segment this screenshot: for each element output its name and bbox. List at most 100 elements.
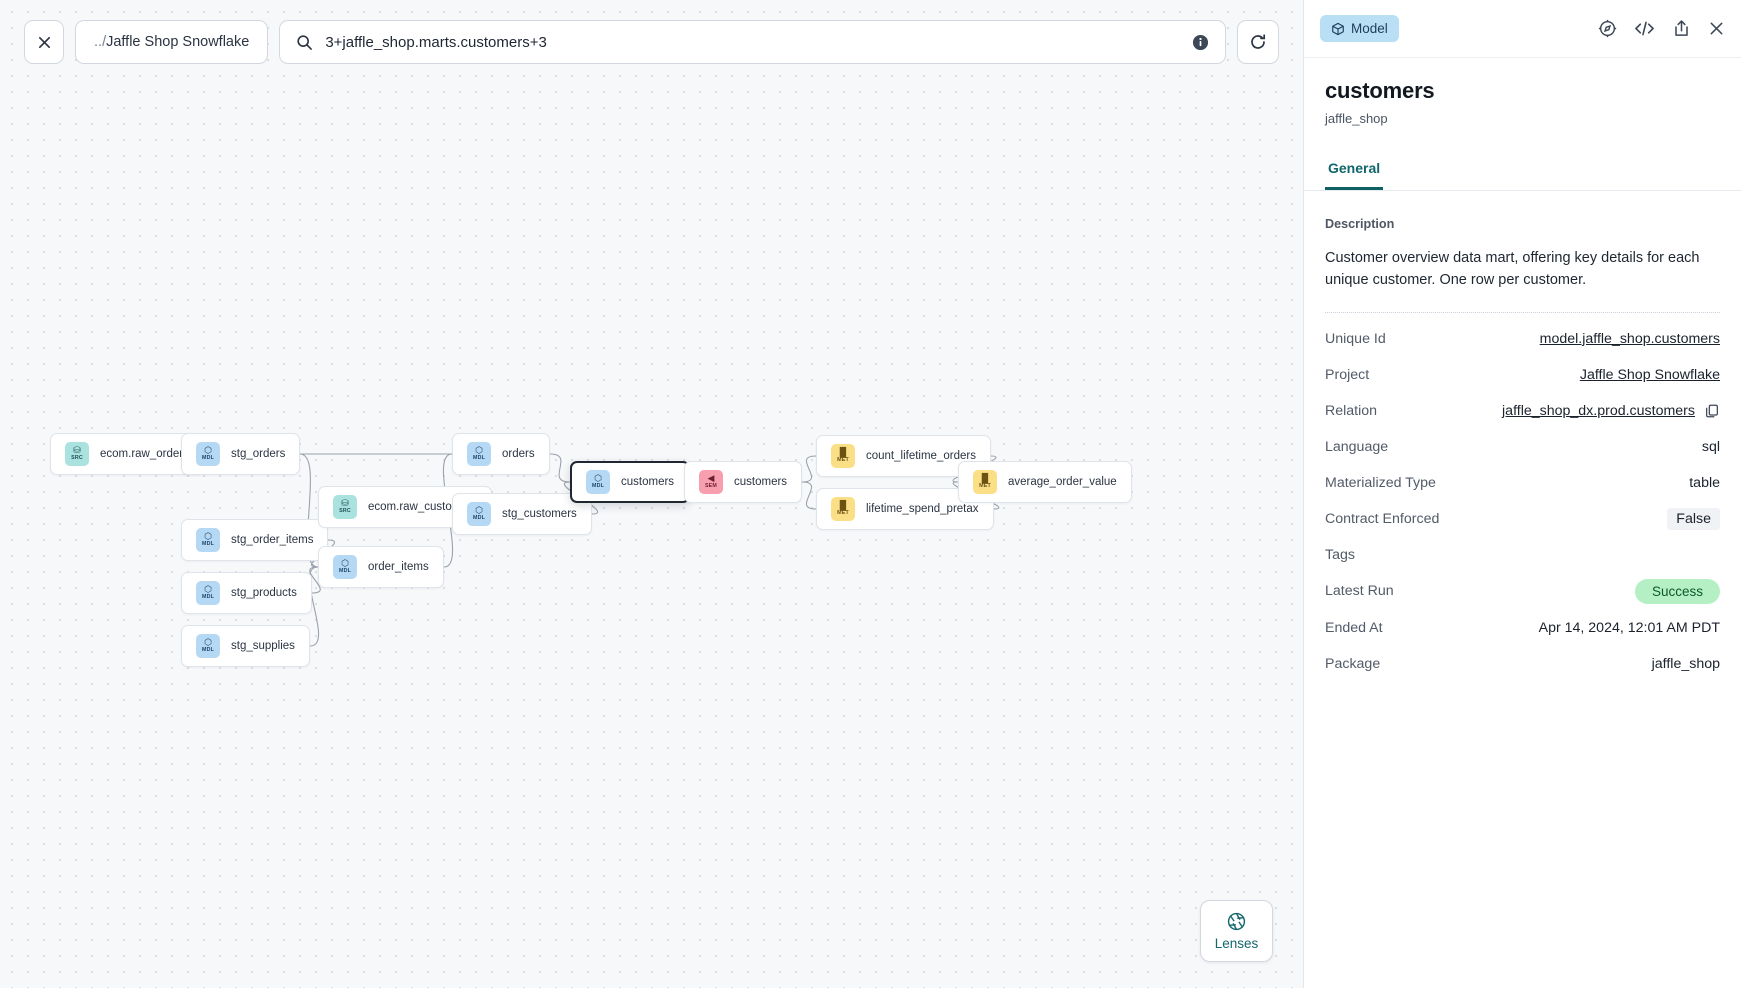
breadcrumb[interactable]: .. / Jaffle Shop Snowflake xyxy=(75,20,269,64)
graph-node-label: count_lifetime_orders xyxy=(866,450,976,462)
panel-actions xyxy=(1598,19,1725,38)
search-box[interactable] xyxy=(279,20,1226,64)
unique-id-value[interactable]: model.jaffle_shop.customers xyxy=(1539,330,1720,347)
section-divider xyxy=(1325,311,1720,313)
row-latest-run: Latest Run Success xyxy=(1325,573,1720,610)
breadcrumb-separator: / xyxy=(102,34,107,50)
graph-edge xyxy=(299,453,319,568)
lenses-button[interactable]: Lenses xyxy=(1200,900,1273,962)
breadcrumb-dots: .. xyxy=(94,34,103,50)
materialized-type-value: table xyxy=(1689,474,1720,491)
details-panel: Model customers jaffle_shop xyxy=(1303,0,1741,988)
mdl-badge-icon: ⬡MDL xyxy=(196,581,220,605)
ended-at-value: Apr 14, 2024, 12:01 AM PDT xyxy=(1538,619,1720,636)
cube-icon xyxy=(1331,22,1345,36)
resource-type-badge[interactable]: Model xyxy=(1320,15,1399,42)
graph-edge xyxy=(801,455,817,483)
ended-at-label: Ended At xyxy=(1325,619,1383,636)
close-icon[interactable] xyxy=(1708,20,1725,37)
graph-edge xyxy=(549,453,571,483)
tab-general[interactable]: General xyxy=(1325,152,1384,190)
src-badge-icon: ⛁SRC xyxy=(65,442,89,466)
description-text: Customer overview data mart, offering ke… xyxy=(1325,250,1700,289)
relation-value-group: jaffle_shop_dx.prod.customers xyxy=(1502,403,1720,419)
sem-badge-icon: ◀SEM xyxy=(699,470,723,494)
project-value[interactable]: Jaffle Shop Snowflake xyxy=(1579,366,1720,383)
lenses-label: Lenses xyxy=(1214,936,1259,951)
description-label: Description xyxy=(1325,217,1395,231)
graph-node-label: ecom.raw_customers xyxy=(368,501,478,513)
project-label: Project xyxy=(1325,366,1370,383)
row-tags: Tags xyxy=(1325,537,1720,573)
row-project: Project Jaffle Shop Snowflake xyxy=(1325,357,1720,393)
info-icon[interactable] xyxy=(1192,34,1209,51)
relation-value[interactable]: jaffle_shop_dx.prod.customers xyxy=(1502,402,1695,419)
row-ended-at: Ended At Apr 14, 2024, 12:01 AM PDT xyxy=(1325,610,1720,646)
graph-node-label: customers xyxy=(734,476,788,488)
row-package: Package jaffle_shop xyxy=(1325,646,1720,682)
panel-content: Description Customer overview data mart,… xyxy=(1304,191,1741,988)
panel-toolbar: Model xyxy=(1304,0,1741,58)
graph-node-label: stg_customers xyxy=(502,508,577,520)
share-icon[interactable] xyxy=(1672,19,1691,38)
graph-edge xyxy=(801,481,817,510)
relation-label: Relation xyxy=(1325,402,1378,419)
graph-node-customers_model[interactable]: ⬡MDL customers xyxy=(570,461,691,503)
graph-node-label: lifetime_spend_pretax xyxy=(866,503,979,515)
close-icon xyxy=(37,35,52,50)
latest-run-label: Latest Run xyxy=(1325,583,1394,600)
search-icon xyxy=(296,34,313,51)
aperture-icon xyxy=(1226,911,1247,932)
refresh-button[interactable] xyxy=(1237,20,1279,64)
graph-node-label: stg_products xyxy=(231,587,297,599)
package-value: jaffle_shop xyxy=(1651,655,1720,672)
breadcrumb-project: Jaffle Shop Snowflake xyxy=(106,34,250,50)
mdl-badge-icon: ⬡MDL xyxy=(586,470,610,494)
graph-node-label: order_items xyxy=(368,561,429,573)
contract-enforced-value: False xyxy=(1667,507,1720,530)
graph-node-label: customers xyxy=(621,476,675,488)
graph-edge xyxy=(308,566,320,647)
mdl-badge-icon: ⬡MDL xyxy=(196,634,220,658)
graph-node-label: average_order_value xyxy=(1008,476,1117,488)
copy-icon[interactable] xyxy=(1704,403,1720,419)
graph-node-label: orders xyxy=(502,448,535,460)
status-badge[interactable]: Success xyxy=(1634,578,1720,604)
met-badge-icon: █MET xyxy=(831,497,855,521)
unique-id-label: Unique Id xyxy=(1325,330,1386,347)
resource-type-label: Model xyxy=(1351,21,1388,36)
row-unique-id: Unique Id model.jaffle_shop.customers xyxy=(1325,321,1720,357)
compass-icon[interactable] xyxy=(1598,19,1617,38)
graph-node-customers_semantic[interactable]: ◀SEM customers xyxy=(684,461,803,503)
page-title: customers xyxy=(1325,78,1435,103)
mdl-badge-icon: ⬡MDL xyxy=(196,442,220,466)
panel-header: customers jaffle_shop xyxy=(1304,58,1741,126)
close-button[interactable] xyxy=(24,20,64,64)
canvas-toolbar: .. / Jaffle Shop Snowflake xyxy=(24,20,1279,64)
graph-node-label: stg_order_items xyxy=(231,534,314,546)
page-subtitle: jaffle_shop xyxy=(1325,111,1388,126)
tags-label: Tags xyxy=(1325,546,1355,563)
row-materialized-type: Materialized Type table xyxy=(1325,465,1720,501)
language-value: sql xyxy=(1701,438,1720,455)
refresh-icon xyxy=(1249,33,1267,51)
graph-edge xyxy=(309,566,321,594)
panel-tabs: General xyxy=(1304,152,1741,191)
graph-node-stg_products[interactable]: ⬡MDL stg_products xyxy=(181,572,312,614)
search-input[interactable] xyxy=(325,33,1180,51)
code-icon[interactable] xyxy=(1634,19,1655,38)
language-label: Language xyxy=(1325,438,1389,455)
contract-enforced-label: Contract Enforced xyxy=(1325,510,1440,527)
